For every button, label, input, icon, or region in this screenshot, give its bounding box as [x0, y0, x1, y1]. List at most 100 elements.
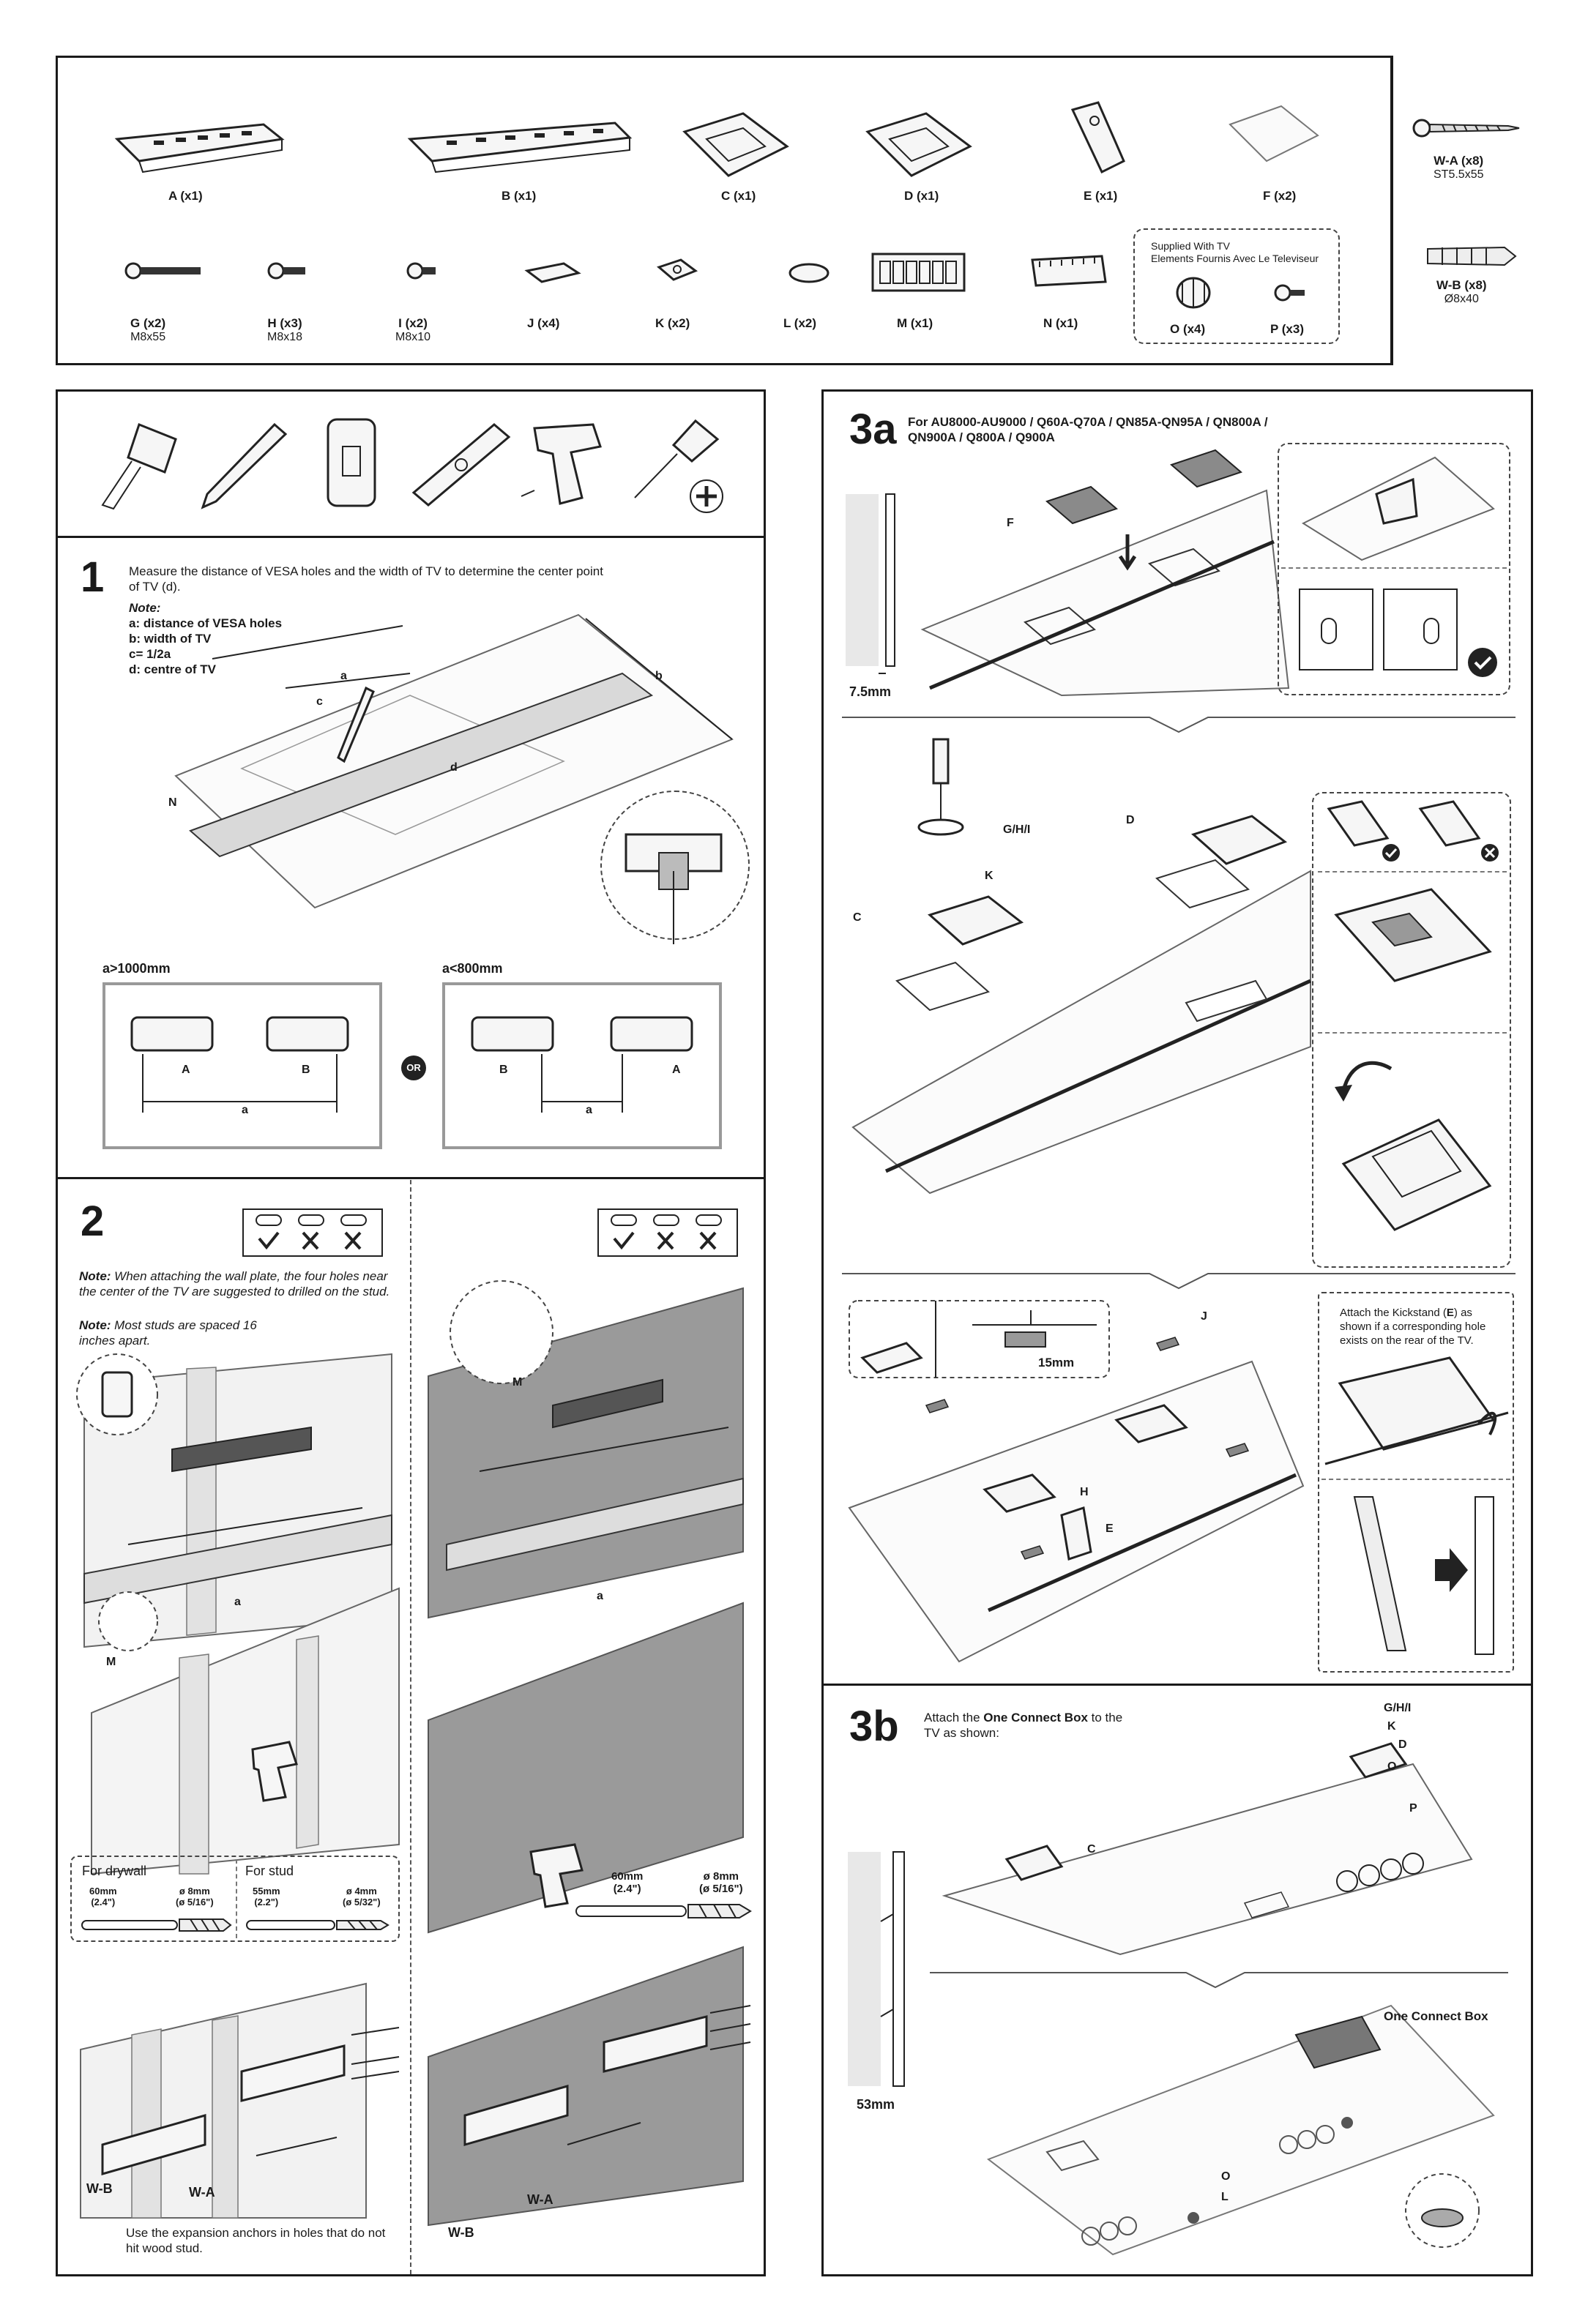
step-1-callout-d: d: [450, 761, 458, 774]
step-2-number: 2: [81, 1198, 105, 1245]
step-1-right-condition: a<800mm: [442, 961, 503, 976]
step-2-stud-dia: ø 4mm(ø 5/32"): [343, 1886, 381, 1908]
step-2-right-callout-a: a: [597, 1590, 603, 1602]
part-f-pad-drawing: [1229, 105, 1319, 162]
part-m-label: M (x1): [897, 316, 933, 330]
step-3a-callout-e: E: [1106, 1522, 1114, 1535]
step-1-instruction: Measure the distance of VESA holes and t…: [129, 564, 603, 594]
step-2-drywall-drill-bit: [81, 1918, 232, 1932]
step-2-anchor-note: Use the expansion anchors in holes that …: [126, 2226, 386, 2256]
step-1-2-panel: [56, 389, 766, 2276]
step-1-callout-n: N: [168, 796, 177, 809]
part-i-bolt-drawing: [406, 262, 436, 280]
step-3a-kickstand-detail: [1324, 1356, 1509, 1465]
step-1-left-plates: [130, 1016, 349, 1113]
part-wb-label: W-B (x8)Ø8x40: [1436, 278, 1487, 305]
step-1-left-plate-b-label: B: [302, 1064, 310, 1076]
step-1-callout-a: a: [340, 670, 347, 682]
part-k-washer-drawing: [657, 258, 698, 281]
step-1-left-option-box: [102, 982, 382, 1149]
part-a-plate-drawing: [114, 123, 285, 173]
step-1-number: 1: [81, 553, 105, 601]
part-j-label: J (x4): [527, 316, 560, 330]
part-c-label: C (x1): [721, 189, 756, 203]
step-1-note-c: c= 1/2a: [129, 647, 171, 661]
step-1-right-plate-a-label: A: [672, 1064, 681, 1076]
level-icon: [411, 423, 511, 507]
part-f-label: F (x2): [1263, 189, 1297, 203]
step-3a-bracket-detail-box: [1312, 792, 1511, 1268]
step-2-drywall-drill-illustration: [91, 1587, 400, 1875]
step-3b-callout-k: K: [1387, 1720, 1396, 1733]
part-h-bolt-drawing: [267, 262, 305, 280]
part-a-label: A (x1): [168, 189, 203, 203]
step-3a-gap-label: 7.5mm: [849, 684, 892, 699]
part-n-label: N (x1): [1043, 316, 1078, 330]
step-3b-callout-c: C: [1087, 1843, 1096, 1856]
supplied-title: Supplied With TV: [1151, 240, 1230, 252]
step-2-stud-length: 55mm(2.2"): [253, 1886, 280, 1908]
step-3a-callout-c: C: [853, 911, 862, 924]
step-3a-plate-detail: [1334, 888, 1492, 982]
step-2-right-bit-dia: ø 8mm(ø 5/16"): [699, 1870, 743, 1895]
step-1-right-option-box: [442, 982, 722, 1149]
step-2-stud-title: For stud: [245, 1864, 294, 1878]
step-2-drywall-dia: ø 8mm(ø 5/16"): [176, 1886, 214, 1908]
step-3a-callout-j: J: [1201, 1310, 1207, 1323]
step-3a-callout-k: K: [985, 870, 993, 882]
step-2-concrete-screws-illustration: [428, 1946, 751, 2227]
step-2-drywall-screws-illustration: [80, 1982, 400, 2219]
step-1-note-d: d: centre of TV: [129, 662, 217, 676]
step1-step2-divider: [56, 1177, 766, 1179]
step-1-left-plate-a-label: A: [182, 1064, 190, 1076]
step-3b-number: 3b: [849, 1703, 899, 1750]
step-3b-one-connect-illustration: [986, 2004, 1495, 2256]
step-3a-detail-divider-2: [1318, 871, 1507, 873]
part-wa-screw-drawing: [1412, 119, 1520, 138]
step-2-left-callout-m: M: [106, 1656, 116, 1668]
step-3b-callout-o: O: [1387, 1760, 1397, 1773]
supplied-with-tv-box: [1133, 228, 1340, 344]
step-1-or-text: OR: [406, 1062, 421, 1073]
part-d-bracket-drawing: [865, 112, 972, 177]
step-2-drill-bit-box: [70, 1856, 400, 1942]
step-3a-detail-divider: [1281, 567, 1507, 569]
step-3a-gap2-label: 15mm: [1038, 1356, 1075, 1370]
step-2-right-callout-wa: W-A: [527, 2192, 553, 2207]
step-3b-callout-l: L: [1221, 2191, 1229, 2203]
step-2-right-check-icons: [597, 1208, 738, 1257]
step-2-right-drill-bit: [575, 1904, 752, 1918]
tools-divider: [56, 536, 766, 538]
drill-icon: [521, 423, 602, 505]
step-3a-pad-illustration: [920, 449, 1290, 697]
step-3a-kickstand-illustration: [848, 1337, 1305, 1663]
step-2-drywall-title: For drywall: [82, 1864, 147, 1878]
pencil-icon: [201, 422, 288, 509]
part-wa-label: W-A (x8)ST5.5x55: [1434, 154, 1484, 181]
step-3b-callout-one-connect-box: One Connect Box: [1384, 2009, 1488, 2023]
step-1-callout-c: c: [316, 695, 323, 708]
part-j-spacer-drawing: [524, 262, 581, 283]
part-e-label: E (x1): [1084, 189, 1118, 203]
step-3b-callout-ghi: G/H/I: [1384, 1702, 1412, 1714]
part-p-screw-drawing: [1274, 284, 1305, 302]
part-g-label: G (x2)M8x55: [130, 316, 166, 343]
part-g-bolt-drawing: [124, 262, 201, 280]
step-3b-gap-label: 53mm: [857, 2097, 895, 2112]
step-2-right-callout-m: M: [512, 1376, 523, 1389]
step-3a-callout-ghi: G/H/I: [1003, 823, 1031, 836]
part-o-label: O (x4): [1170, 322, 1206, 336]
step-1-note-title: Note:: [129, 601, 161, 615]
step-3a-orientation-detail: [1327, 800, 1499, 862]
step-2-drywall-level-illustration: [76, 1353, 392, 1651]
step-3a-kickstand-note-box: [1318, 1292, 1514, 1673]
step-3a-bracket-illustration: [851, 738, 1312, 1195]
step-3a-callout-h: H: [1080, 1486, 1089, 1498]
step-3a-kickstand-note: Attach the Kickstand (E) as shown if a c…: [1340, 1307, 1486, 1347]
part-e-kickstand-drawing: [1070, 101, 1125, 174]
step3a-step3b-divider: [821, 1684, 1533, 1686]
step-3a-pad-peel-detail: [1301, 456, 1495, 561]
step-2-right-callout-wb: W-B: [448, 2225, 474, 2240]
step-3b-instruction: Attach the One Connect Box to the TV as …: [924, 1711, 1123, 1741]
step-3-panel: [821, 389, 1533, 2276]
